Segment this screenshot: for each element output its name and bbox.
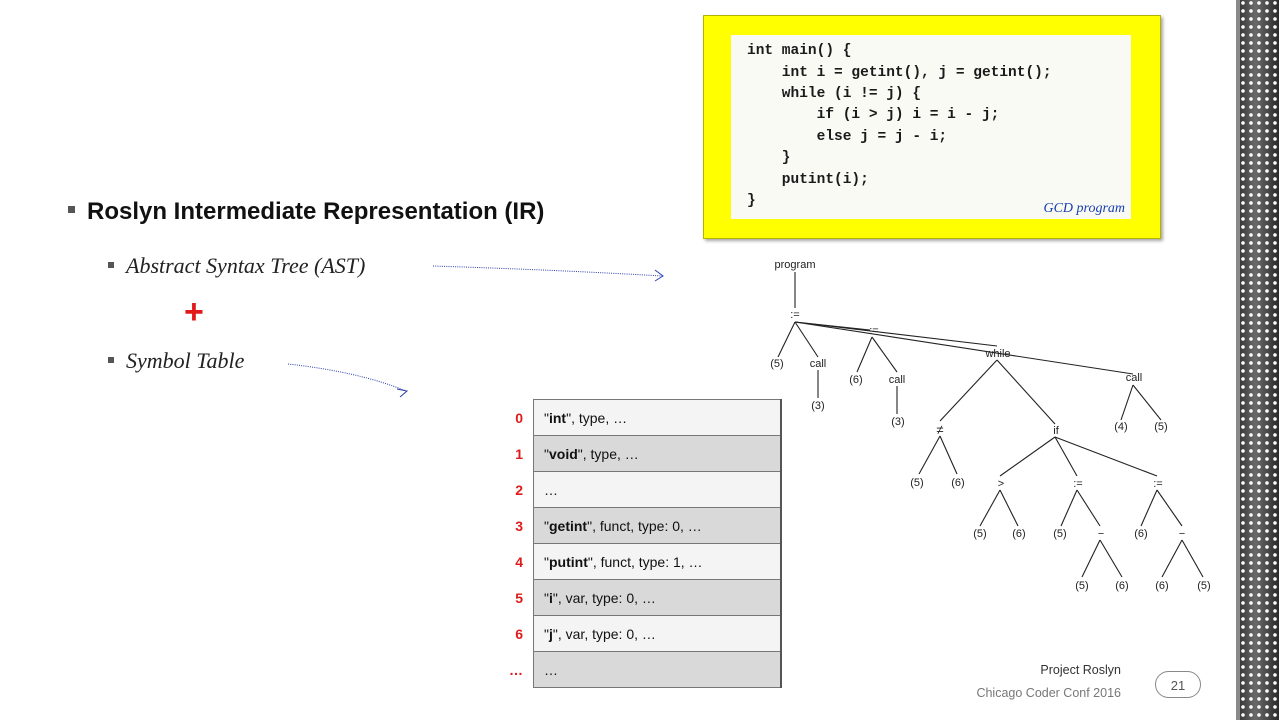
bullet-square-icon — [108, 356, 114, 363]
table-row: 0 "int", type, … — [485, 399, 782, 436]
node-leaf: (5) — [1197, 580, 1210, 592]
code-line: putint(i); — [747, 172, 869, 188]
node-leaf: (5) — [1075, 580, 1088, 592]
row-value: "void", type, … — [533, 435, 782, 472]
row-index: 5 — [515, 589, 523, 606]
bullet-ast: Abstract Syntax Tree (AST) — [108, 253, 365, 279]
code-line: int main() { — [747, 43, 852, 59]
table-row: … … — [485, 651, 782, 688]
arrow-ast — [432, 265, 664, 282]
node-leaf: (5) — [910, 477, 923, 489]
node-assign: := — [1073, 478, 1082, 490]
node-leaf: (6) — [1115, 580, 1128, 592]
node-gt: > — [998, 478, 1004, 490]
arrow-symtab — [287, 363, 409, 398]
bullet-main-text: Roslyn Intermediate Representation (IR) — [87, 198, 545, 225]
code-line: if (i > j) i = i - j; — [747, 107, 1000, 123]
row-index: 1 — [515, 445, 523, 462]
code-line: } — [747, 193, 756, 209]
bullet-symtab: Symbol Table — [108, 348, 244, 374]
code-line: int i = getint(), j = getint(); — [747, 65, 1052, 81]
node-leaf: (5) — [973, 528, 986, 540]
table-row: 4 "putint", funct, type: 1, … — [485, 543, 782, 580]
bullet-square-icon — [108, 261, 114, 268]
code-panel: int main() { int i = getint(), j = getin… — [731, 35, 1131, 219]
footer-title: Project Roslyn — [1040, 663, 1121, 677]
node-minus: − — [1098, 528, 1104, 540]
footer-conference: Chicago Coder Conf 2016 — [976, 686, 1121, 700]
node-leaf: (6) — [1134, 528, 1147, 540]
node-leaf: (6) — [951, 477, 964, 489]
node-program: program — [775, 259, 816, 271]
node-leaf: (6) — [1155, 580, 1168, 592]
gcd-code-box: int main() { int i = getint(), j = getin… — [703, 15, 1161, 239]
code-line: } — [747, 150, 791, 166]
node-leaf: (3) — [891, 416, 904, 428]
tree-nodes: program := := while call (5) call (3) (6… — [770, 259, 1210, 592]
table-row: 3 "getint", funct, type: 0, … — [485, 507, 782, 544]
row-value: "j", var, type: 0, … — [533, 615, 782, 652]
node-leaf: (6) — [849, 374, 862, 386]
node-minus: − — [1179, 528, 1185, 540]
node-leaf: (5) — [1053, 528, 1066, 540]
gcd-caption: GCD program — [1043, 201, 1125, 216]
node-assign: := — [869, 325, 878, 337]
node-assign: := — [790, 309, 799, 321]
node-leaf: (4) — [1114, 421, 1127, 433]
row-value: "i", var, type: 0, … — [533, 579, 782, 616]
row-value: … — [533, 651, 782, 688]
node-neq: ≠ — [936, 422, 943, 437]
row-value: "int", type, … — [533, 399, 782, 436]
table-row: 6 "j", var, type: 0, … — [485, 615, 782, 652]
node-leaf: (5) — [770, 358, 783, 370]
plus-sign: + — [184, 293, 204, 331]
bullet-square-icon — [68, 206, 75, 214]
row-index: … — [509, 661, 523, 678]
decorative-strip-edge — [1236, 0, 1240, 720]
row-value: … — [533, 471, 782, 508]
row-index: 3 — [515, 517, 523, 534]
node-leaf: (5) — [1154, 421, 1167, 433]
node-call: call — [810, 358, 827, 370]
symbol-table: 0 "int", type, … 1 "void", type, … 2 … 3… — [485, 399, 782, 688]
row-value: "putint", funct, type: 1, … — [533, 543, 782, 580]
row-value: "getint", funct, type: 0, … — [533, 507, 782, 544]
table-row: 5 "i", var, type: 0, … — [485, 579, 782, 616]
code-line: while (i != j) { — [747, 86, 922, 102]
row-index: 0 — [515, 409, 523, 426]
table-row: 2 … — [485, 471, 782, 508]
node-call: call — [889, 374, 906, 386]
code-line: else j = j - i; — [747, 129, 948, 145]
node-while: while — [984, 348, 1010, 360]
node-call: call — [1126, 372, 1143, 384]
row-index: 4 — [515, 553, 523, 570]
bullet-ast-text: Abstract Syntax Tree (AST) — [126, 253, 366, 278]
page-number-badge: 21 — [1155, 671, 1201, 698]
node-assign: := — [1153, 478, 1162, 490]
row-index: 6 — [515, 625, 523, 642]
bullet-symtab-text: Symbol Table — [126, 348, 245, 373]
tree-edges — [777, 272, 1204, 578]
node-if: if — [1053, 425, 1059, 437]
table-row: 1 "void", type, … — [485, 435, 782, 472]
decorative-dotted-strip — [1240, 0, 1279, 720]
row-index: 2 — [515, 481, 523, 498]
node-leaf: (3) — [811, 400, 824, 412]
bullet-main: Roslyn Intermediate Representation (IR) — [68, 198, 544, 226]
node-leaf: (6) — [1012, 528, 1025, 540]
